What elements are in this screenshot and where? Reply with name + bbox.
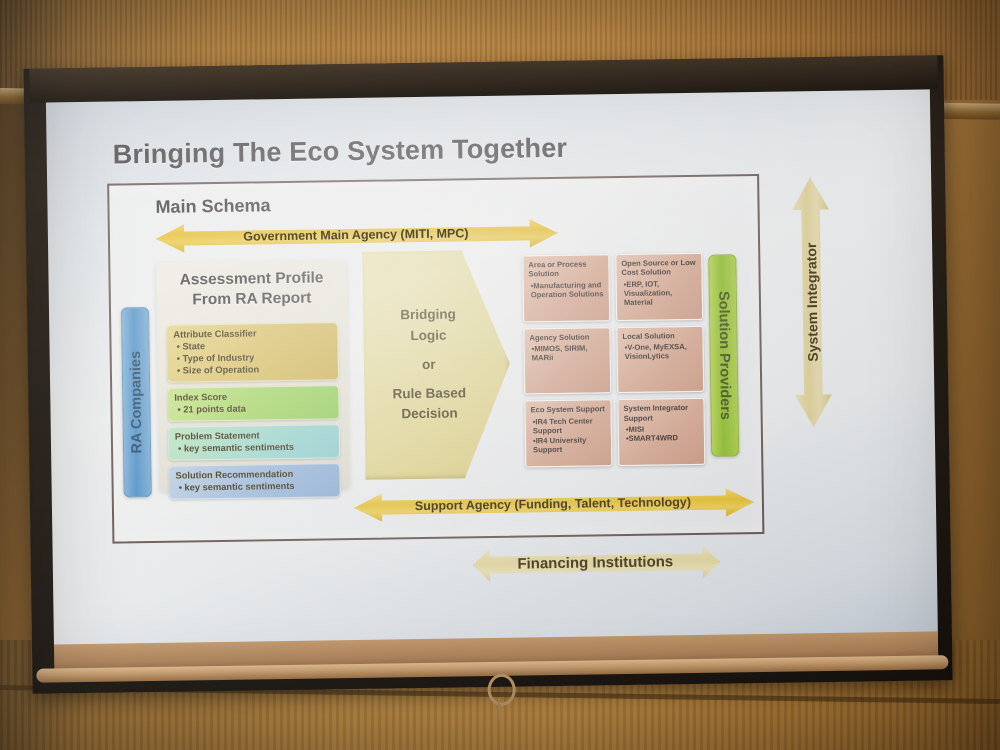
financing-institutions-arrow: Financing Institutions [473, 543, 719, 583]
box-item: Size of Operation [174, 362, 332, 376]
assessment-title-line1: Assessment Profile [179, 269, 324, 289]
support-agency-arrow: Support Agency (Funding, Talent, Technol… [354, 486, 752, 522]
solution-box-agency-solution: Agency Solution MIMOS, SIRIM, MARii [523, 326, 612, 395]
main-schema-label: Main Schema [155, 195, 271, 217]
slide-content: Bringing The Eco System Together Main Sc… [74, 102, 910, 638]
assessment-box-list: Attribute Classifier State Type of Indus… [166, 322, 341, 505]
box-item: key semantic sentiments [175, 441, 333, 455]
government-agency-arrow: Government Main Agency (MITI, MPC) [156, 217, 556, 253]
assessment-box-index-score: Index Score 21 points data [167, 385, 340, 423]
screen-pull-cord[interactable] [497, 697, 501, 720]
bridge-line5: Decision [401, 405, 458, 422]
box-item: IR4 Tech Center Support [531, 416, 606, 436]
box-item: MIMOS, SIRIM, MARii [530, 343, 605, 363]
solution-box-open-source-low-cost: Open Source or Low Cost Solution ERP, IO… [615, 252, 704, 321]
solution-box-local-solution: Local Solution V-One, MyEXSA, VisionLyti… [616, 325, 705, 394]
assessment-title-line2: From RA Report [192, 289, 312, 309]
box-heading: Eco System Support [530, 404, 605, 415]
assessment-profile-panel: Assessment Profile From RA Report Attrib… [156, 260, 350, 501]
assessment-box-attribute-classifier: Attribute Classifier State Type of Indus… [166, 322, 340, 383]
solution-box-area-or-process: Area or Process Solution Manufacturing a… [522, 254, 611, 323]
solution-providers-label: Solution Providers [714, 290, 733, 421]
projected-slide: Bringing The Eco System Together Main Sc… [46, 89, 938, 650]
box-item: Manufacturing and Operation Solutions [529, 280, 604, 300]
solution-grid: Area or Process Solution Manufacturing a… [522, 252, 706, 468]
page-title: Bringing The Eco System Together [112, 132, 568, 170]
box-item: SMART4WRD [624, 433, 699, 444]
solution-providers-bar: Solution Providers [708, 254, 740, 457]
main-schema-frame: Main Schema Government Main Agency (MITI… [107, 173, 765, 544]
bridge-line3: or [421, 356, 436, 372]
assessment-box-problem-statement: Problem Statement key semantic sentiment… [167, 424, 341, 462]
box-heading: System Integrator Support [623, 403, 689, 423]
financing-institutions-label: Financing Institutions [517, 552, 674, 573]
bridge-line1: Bridging [400, 306, 456, 323]
ra-companies-label: RA Companies [127, 350, 146, 454]
bridging-logic-shape: Bridging Logic or Rule Based Decision [362, 250, 511, 480]
box-heading: Agency Solution [529, 332, 590, 343]
bridge-line2: Logic [410, 327, 447, 343]
box-item: key semantic sentiments [176, 480, 334, 494]
assessment-box-solution-recommendation: Solution Recommendation key semantic sen… [168, 463, 341, 501]
system-integrator-label: System Integrator [803, 242, 821, 362]
system-integrator-arrow: System Integrator [789, 177, 835, 428]
bridge-line4: Rule Based [392, 385, 467, 402]
assessment-profile-title: Assessment Profile From RA Report [156, 260, 347, 310]
solution-box-eco-system-support: Eco System Support IR4 Tech Center Suppo… [524, 399, 613, 468]
box-item: IR4 University Support [531, 435, 606, 455]
box-item: ERP, IOT, Visualization, Material [622, 278, 697, 308]
solution-box-system-integrator-support: System Integrator Support MISI SMART4WRD [617, 398, 706, 467]
box-item: V-One, MyEXSA, VisionLytics [623, 342, 698, 362]
ra-companies-bar: RA Companies [120, 307, 152, 498]
box-heading: Open Source or Low Cost Solution [621, 257, 696, 278]
bridging-logic-text: Bridging Logic or Rule Based Decision [391, 305, 466, 425]
projector-screen-assembly: Bringing The Eco System Together Main Sc… [23, 55, 953, 720]
box-item: 21 points data [174, 402, 332, 416]
box-heading: Local Solution [622, 330, 675, 341]
box-heading: Area or Process Solution [528, 259, 587, 279]
